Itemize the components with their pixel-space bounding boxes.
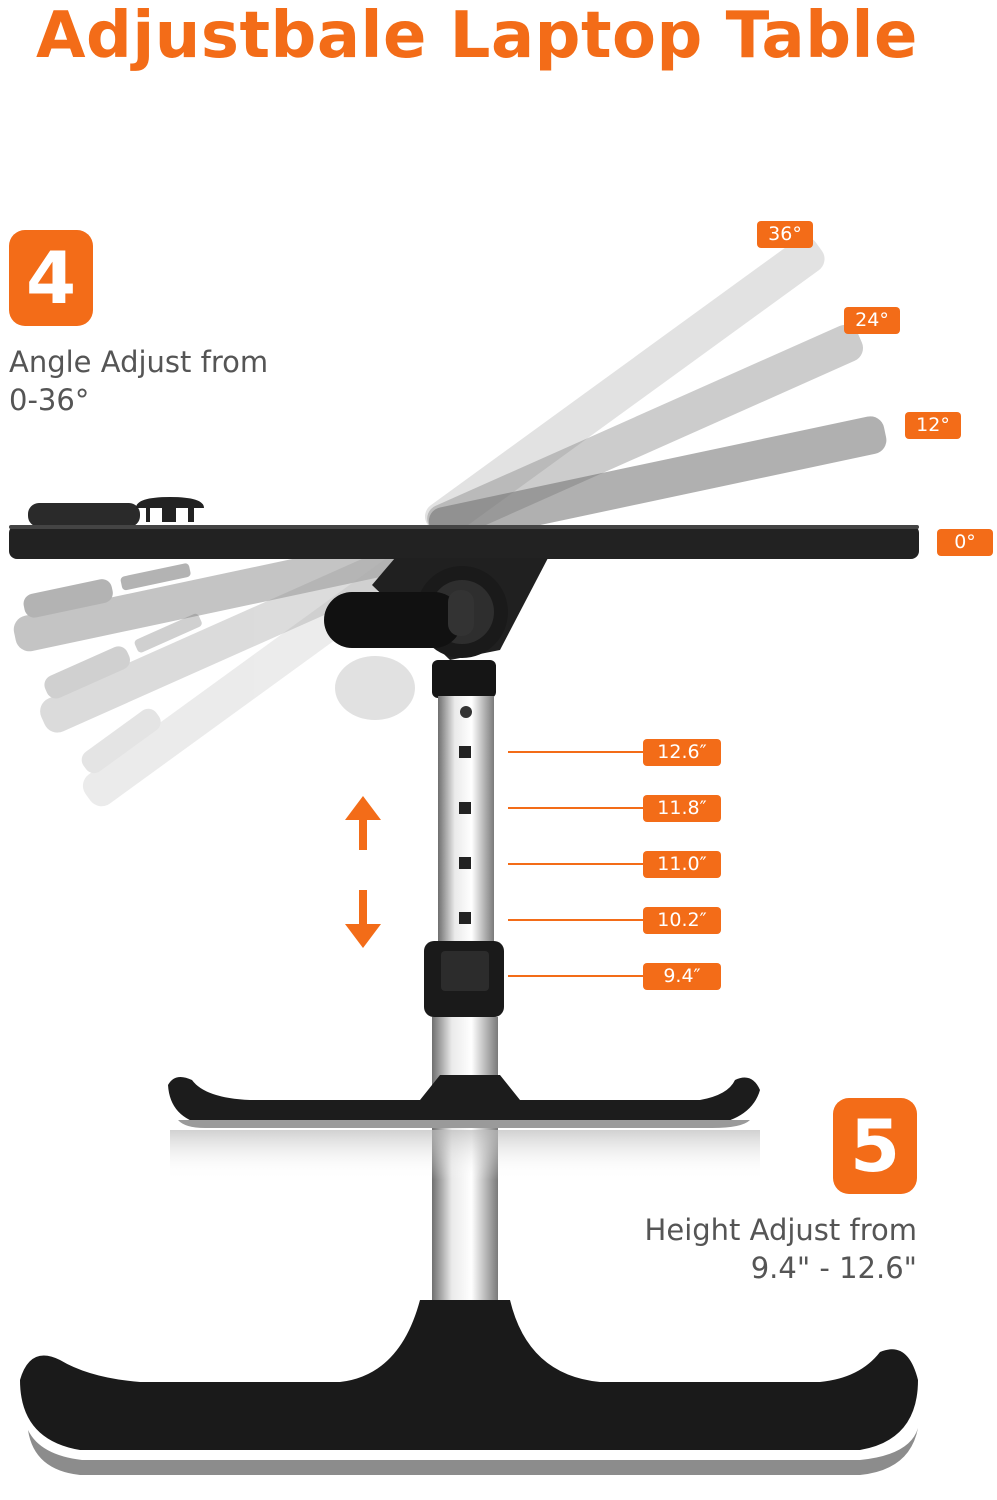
angle-tag-12: 12°	[905, 412, 961, 439]
angle-caption-line2: 0-36°	[9, 383, 90, 417]
page-title: Adjustbale Laptop Table	[36, 0, 918, 73]
tilt-ghost-36	[424, 236, 825, 539]
height-tag-11-0: 11.0″	[643, 851, 721, 878]
tilt-ghost-12	[428, 416, 887, 545]
height-caption-line2: 9.4" - 12.6"	[750, 1251, 917, 1285]
front-foot	[20, 1300, 918, 1475]
height-tag-10-2: 10.2″	[643, 907, 721, 934]
step-badge-5: 5	[833, 1098, 917, 1194]
angle-tag-0: 0°	[937, 529, 993, 556]
height-tag-9-4: 9.4″	[643, 963, 721, 990]
height-tag-12-6: 12.6″	[643, 739, 721, 766]
back-foot	[168, 1075, 760, 1180]
height-lines	[508, 751, 643, 977]
height-adjust-caption: Height Adjust from 9.4" - 12.6"	[645, 1211, 917, 1287]
step-badge-4: 4	[9, 230, 93, 326]
angle-adjust-caption: Angle Adjust from 0-36°	[9, 343, 268, 419]
tilt-ghost-left-2	[40, 529, 448, 733]
up-down-arrow-icon	[345, 796, 381, 948]
height-tag-11-8: 11.8″	[643, 795, 721, 822]
angle-tag-36: 36°	[757, 221, 813, 248]
height-pole	[424, 660, 504, 1307]
angle-tag-24: 24°	[844, 307, 900, 334]
height-caption-line1: Height Adjust from	[644, 1213, 917, 1247]
angle-caption-line1: Angle Adjust from	[9, 345, 269, 379]
tabletop	[9, 497, 919, 559]
hinge-bracket	[324, 558, 548, 720]
tilt-ghost-left-1	[13, 529, 447, 652]
